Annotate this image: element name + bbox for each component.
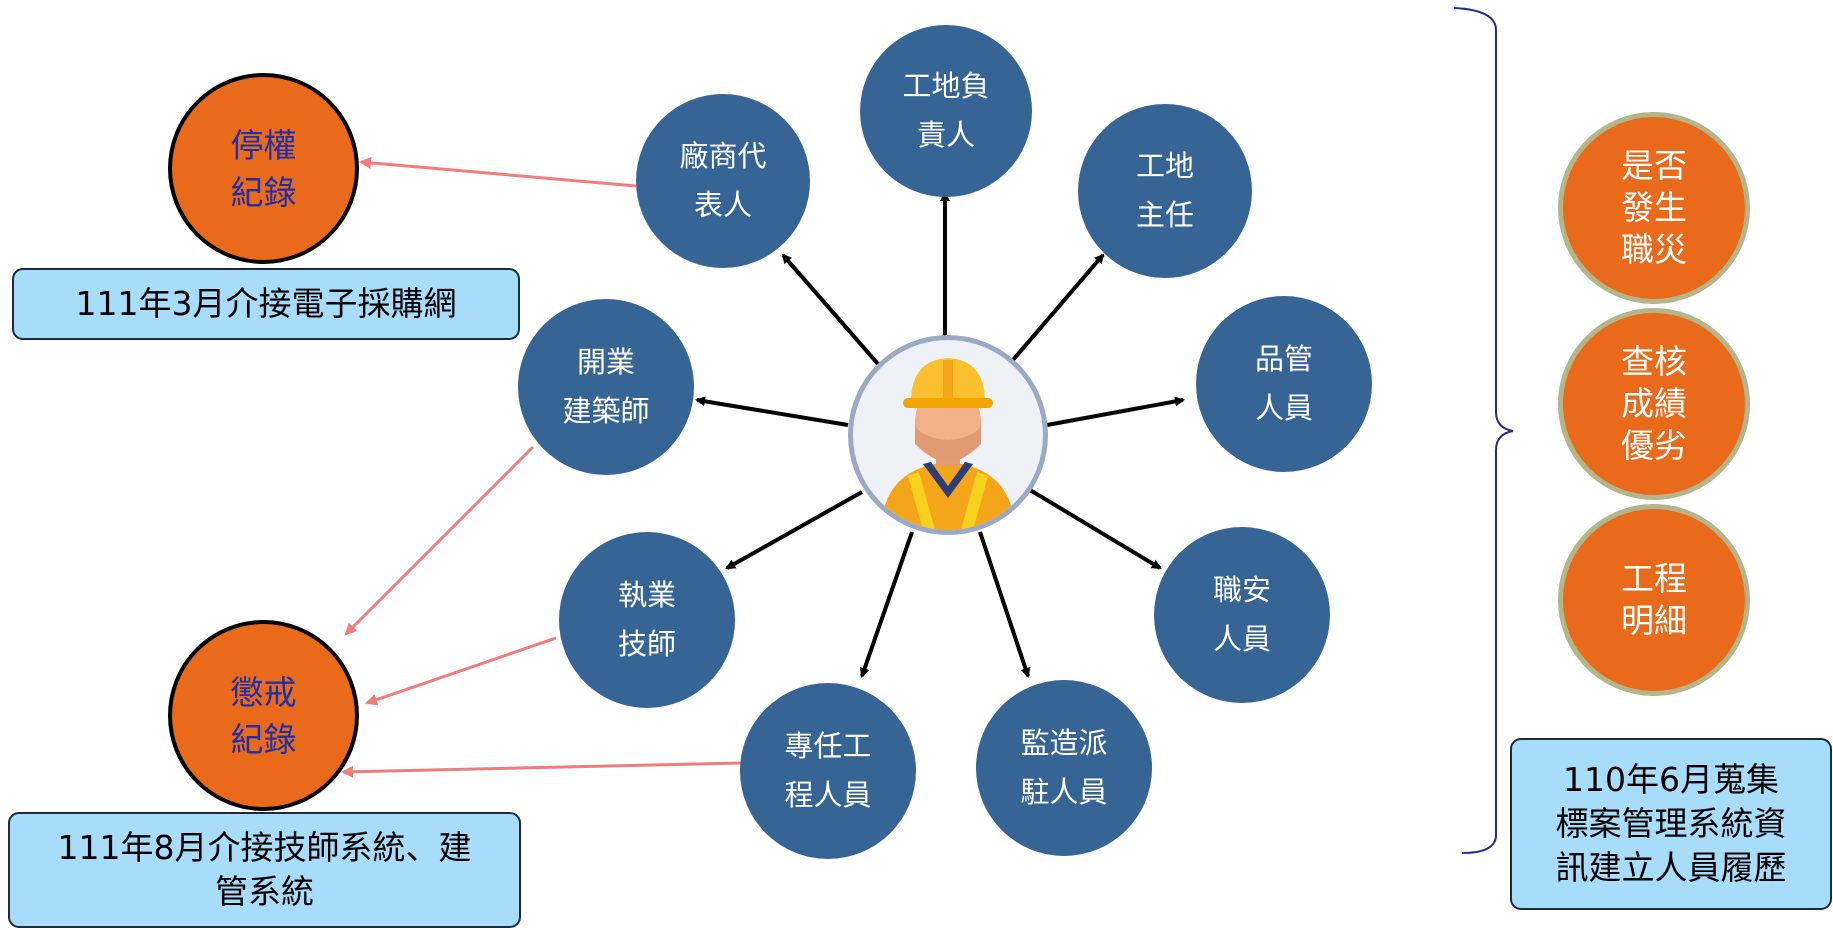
node-occupational-accident: 是否 發生 職災 (1558, 112, 1750, 304)
note-tender: 110年6月蒐集 標案管理系統資 訊建立人員履歷 (1510, 738, 1832, 910)
node-site-supervisor: 工地 主任 (1078, 104, 1252, 278)
arrow-to-quality-staff (1046, 396, 1185, 427)
arrow-architect-to-discipline (344, 445, 535, 636)
arrow-to-engineering-staff (859, 531, 914, 678)
node-site-manager: 工地負 責人 (860, 25, 1032, 197)
right-brace (1453, 7, 1514, 854)
node-label: 開業 建築師 (562, 345, 650, 428)
node-label: 廠商代 表人 (679, 139, 767, 222)
node-label: 停權 紀錄 (230, 125, 297, 212)
node-discipline-record: 懲戒 紀錄 (168, 620, 359, 811)
node-project-detail: 工程 明細 (1558, 504, 1750, 696)
arrow-to-practicing-technician (725, 490, 863, 570)
arrow-to-safety-staff (1028, 488, 1162, 570)
node-supervision-staff: 監造派 駐人員 (976, 680, 1152, 856)
center-worker (848, 335, 1048, 535)
node-label: 是否 發生 職災 (1621, 146, 1687, 269)
arrow-engineering-to-discipline (341, 761, 743, 778)
arrow-to-vendor-rep (781, 253, 880, 366)
node-label: 查核 成績 優劣 (1621, 342, 1687, 465)
node-label: 品管 人員 (1254, 342, 1313, 425)
node-label: 執業 技師 (617, 578, 676, 661)
node-safety-staff: 職安 人員 (1154, 527, 1330, 703)
node-label: 專任工 程人員 (784, 729, 872, 812)
node-label: 工地 主任 (1135, 149, 1194, 232)
arrow-vendor-to-suspension (359, 156, 637, 188)
arrow-to-architect (695, 396, 849, 427)
node-label: 監造派 駐人員 (1020, 726, 1108, 809)
node-architect: 開業 建築師 (518, 299, 694, 475)
construction-worker-icon (881, 358, 1015, 530)
note-text: 111年8月介接技師系統、建 管系統 (57, 828, 472, 911)
node-label: 職安 人員 (1212, 573, 1271, 656)
node-label: 工地負 責人 (902, 69, 990, 152)
node-label: 工程 明細 (1621, 559, 1687, 640)
node-quality-staff: 品管 人員 (1196, 296, 1372, 472)
note-technician: 111年8月介接技師系統、建 管系統 (8, 812, 521, 928)
node-suspension-record: 停權 紀錄 (168, 73, 359, 264)
note-text: 110年6月蒐集 標案管理系統資 訊建立人員履歷 (1555, 760, 1787, 887)
arrow-to-supervision-staff (978, 531, 1031, 678)
node-engineering-staff: 專任工 程人員 (740, 683, 916, 859)
arrow-to-site-supervisor (1011, 253, 1105, 362)
node-practicing-technician: 執業 技師 (559, 532, 735, 708)
arrow-technician-to-discipline (365, 636, 557, 706)
note-text: 111年3月介接電子採購網 (75, 284, 457, 323)
note-procurement: 111年3月介接電子採購網 (12, 268, 520, 340)
node-label: 懲戒 紀錄 (230, 672, 297, 759)
node-vendor-rep: 廠商代 表人 (636, 94, 810, 268)
node-audit-score: 查核 成績 優劣 (1558, 308, 1750, 500)
